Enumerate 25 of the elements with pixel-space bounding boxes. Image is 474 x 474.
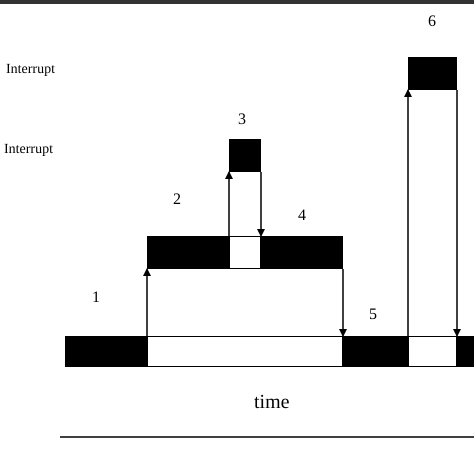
arrow [404,89,412,336]
step-number: 3 [238,112,246,128]
level-label: Interrupt [6,63,55,77]
timeline-bar [229,139,261,172]
step-number: 1 [92,290,100,306]
axis-label: time [254,392,290,412]
timeline-bar [147,236,229,269]
step-number: 5 [369,307,377,323]
timeline-bar [408,336,457,367]
arrow [453,90,461,337]
arrow [339,269,347,337]
step-number: 2 [173,192,181,208]
step-number: 4 [298,208,306,224]
step-number: 6 [428,14,436,30]
level-label: Interrupt [4,143,53,157]
timeline-bar [65,336,147,367]
timeline-bar [261,236,343,269]
arrow [257,172,265,237]
timeline-bar [229,236,261,269]
timeline-bar [343,336,408,367]
arrow [143,268,151,336]
arrow [225,171,233,236]
timeline-bar [457,336,474,367]
timeline-bar [147,336,343,367]
timeline-bar [408,57,457,90]
